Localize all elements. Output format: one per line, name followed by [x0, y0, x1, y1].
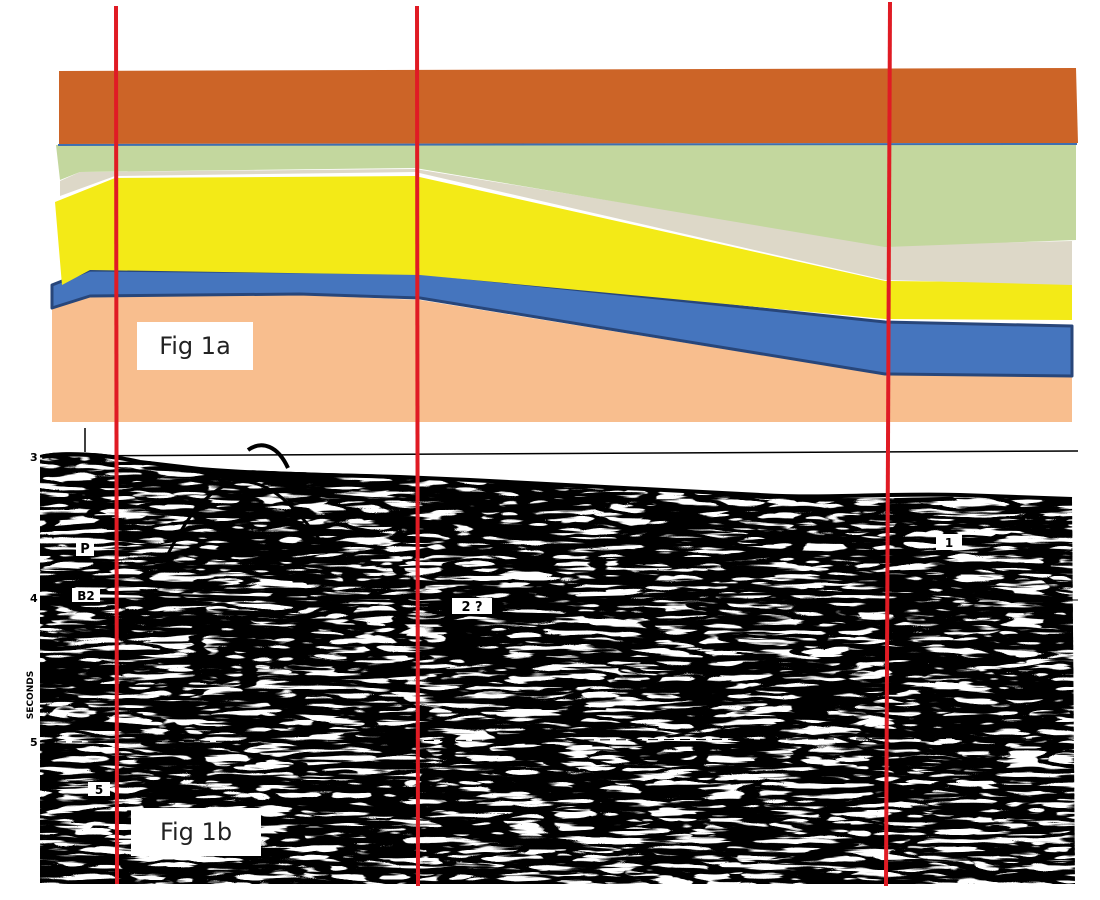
caption-fig-1a: Fig 1a [137, 322, 253, 370]
horizon-label-b2: B2 [77, 589, 95, 603]
layer-top [59, 68, 1078, 144]
marker-line-2 [415, 5, 420, 887]
horizon-label-p: P [80, 542, 90, 557]
time-line-3 [39, 450, 1079, 457]
reflector-dome [163, 480, 322, 561]
layer-top-boundary [57, 143, 1078, 146]
layer-model [50, 68, 1078, 422]
layer-grey [60, 169, 1072, 285]
marker-line-1 [114, 5, 119, 885]
reflector-dome-top [246, 443, 290, 469]
time-line-4 [39, 597, 1079, 601]
reflector-seafloor [41, 452, 1073, 501]
layer-green [56, 145, 1076, 247]
layer-yellow [55, 176, 1072, 320]
time-tick-5: 5 [30, 736, 38, 749]
time-tick-3: 3 [30, 451, 38, 464]
time-tick-4: 4 [30, 592, 38, 605]
horizon-label-2: 2 ? [461, 600, 482, 615]
marker-line-3 [884, 1, 892, 887]
marker-lines [114, 1, 892, 887]
axis-label-seconds: SECONDS [26, 671, 36, 719]
caption-fig-1b: Fig 1b [131, 808, 261, 856]
time-line-5 [39, 737, 1079, 743]
horizon-label-5: 5 [95, 783, 103, 797]
layer-base [52, 295, 1072, 422]
horizon-label-1: 1 [945, 536, 953, 550]
